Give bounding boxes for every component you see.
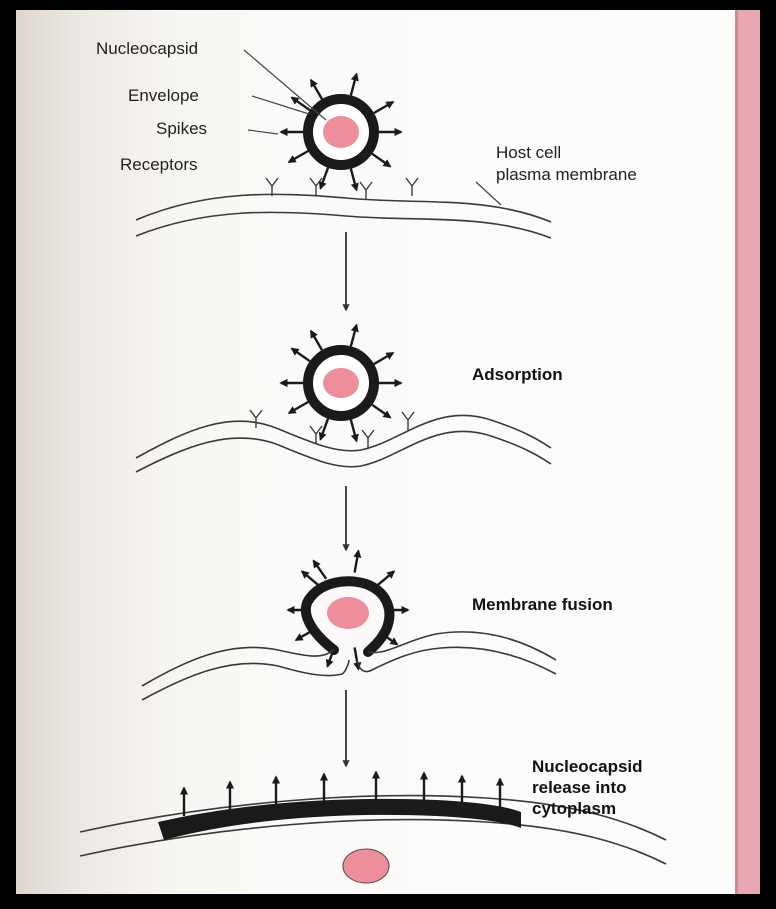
nucleocapsid bbox=[323, 116, 359, 148]
receptor bbox=[406, 178, 418, 196]
spike bbox=[292, 349, 310, 362]
label-spikes: Spikes bbox=[156, 119, 207, 138]
receptor bbox=[250, 410, 262, 428]
stage-initial: Nucleocapsid Envelope Spikes Receptors H… bbox=[96, 39, 637, 238]
spike bbox=[320, 419, 328, 440]
spike bbox=[311, 331, 322, 350]
spike bbox=[374, 102, 393, 113]
spike bbox=[351, 325, 357, 346]
stage-label-release-3: cytoplasm bbox=[532, 799, 616, 818]
spike bbox=[289, 151, 308, 162]
stage-label-adsorption: Adsorption bbox=[472, 365, 563, 384]
nucleocapsid bbox=[323, 368, 359, 398]
spike bbox=[314, 561, 327, 579]
label-nucleocapsid: Nucleocapsid bbox=[96, 39, 198, 58]
virus-entry-diagram: Nucleocapsid Envelope Spikes Receptors H… bbox=[16, 10, 760, 894]
spike bbox=[377, 571, 394, 585]
stage-adsorption: Adsorption bbox=[136, 325, 563, 472]
spike bbox=[372, 154, 390, 167]
spike bbox=[311, 80, 322, 99]
receptors bbox=[266, 178, 418, 200]
stage-membrane-fusion: Membrane fusion bbox=[142, 551, 613, 700]
receptor bbox=[360, 182, 372, 200]
host-membrane-2 bbox=[136, 415, 551, 472]
spike bbox=[302, 571, 319, 585]
host-membrane-1 bbox=[136, 194, 551, 238]
spike bbox=[351, 420, 357, 441]
label-receptors: Receptors bbox=[120, 155, 197, 174]
receptor bbox=[266, 178, 278, 196]
spike bbox=[289, 402, 308, 413]
receptor bbox=[402, 412, 414, 430]
spike bbox=[351, 169, 357, 190]
label-envelope: Envelope bbox=[128, 86, 199, 105]
stage-label-release-1: Nucleocapsid bbox=[532, 757, 643, 776]
fused-envelope-patch bbox=[158, 799, 521, 840]
book-page: Nucleocapsid Envelope Spikes Receptors H… bbox=[16, 10, 760, 894]
stage-label-membrane-fusion: Membrane fusion bbox=[472, 595, 613, 614]
spike bbox=[372, 405, 390, 418]
spike bbox=[355, 551, 359, 573]
host-membrane-3 bbox=[142, 632, 556, 700]
stage-label-release-2: release into bbox=[532, 778, 627, 797]
spike bbox=[355, 647, 359, 669]
label-host-cell: Host cell bbox=[496, 143, 561, 162]
virus-particle-initial bbox=[281, 74, 401, 190]
stage-nucleocapsid-release: Nucleocapsid release into cytoplasm bbox=[80, 757, 666, 883]
label-plasma-membrane: plasma membrane bbox=[496, 165, 637, 184]
released-nucleocapsid bbox=[343, 849, 389, 883]
nucleocapsid bbox=[327, 597, 369, 629]
spike bbox=[351, 74, 357, 95]
spike bbox=[374, 353, 393, 364]
receptor bbox=[362, 430, 374, 448]
